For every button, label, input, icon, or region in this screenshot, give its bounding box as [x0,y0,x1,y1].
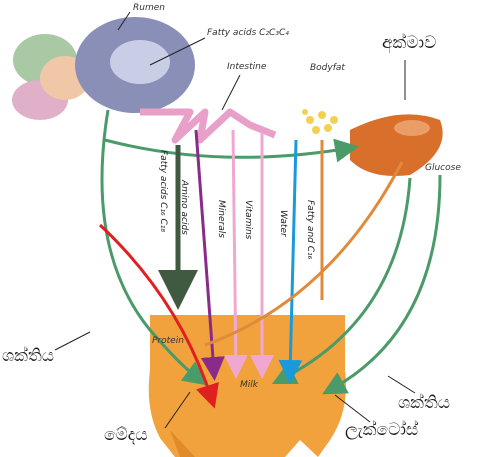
intestine-label: Intestine [227,62,266,72]
liver-label: අක්මාව [382,33,436,53]
fatty-and-c16-label: Fatty and C₁₆ [305,200,315,259]
energy-right-label: ශක්තිය [398,393,450,413]
rumen-label: Rumen [133,3,165,13]
lactose-label: ලැක්ටෝස් [345,420,418,440]
intestine-shape [140,112,275,140]
vitamins-label: Vitamins [243,200,253,239]
protein-label: Protein [152,336,184,346]
energy-left-leader [55,332,90,350]
amino-acids-label: Amino acids [179,180,189,235]
fatty-acids-c16-label: Fatty acids C₁₆ C₁₈ [158,150,168,232]
bodyfat-label: Bodyfat [310,63,345,73]
energy-right-arrow [330,175,440,390]
bodyfat-dots [302,109,338,134]
milk-label: Milk [240,380,258,390]
energy-left-label: ශක්තිය [2,346,54,366]
energy-right-leader [388,376,415,393]
minerals-label: Minerals [216,200,226,238]
water-label: Water [278,210,288,237]
fatty-acids-top-label: Fatty acids C₂C₃C₄ [207,28,289,38]
liver-highlight [394,120,430,136]
glucose-label: Glucose [425,163,461,173]
fat-label: මේදය [104,425,148,445]
intestine-leader [222,75,240,110]
rumen-to-liver-arrow [105,140,350,157]
rumen-highlight [110,40,170,84]
